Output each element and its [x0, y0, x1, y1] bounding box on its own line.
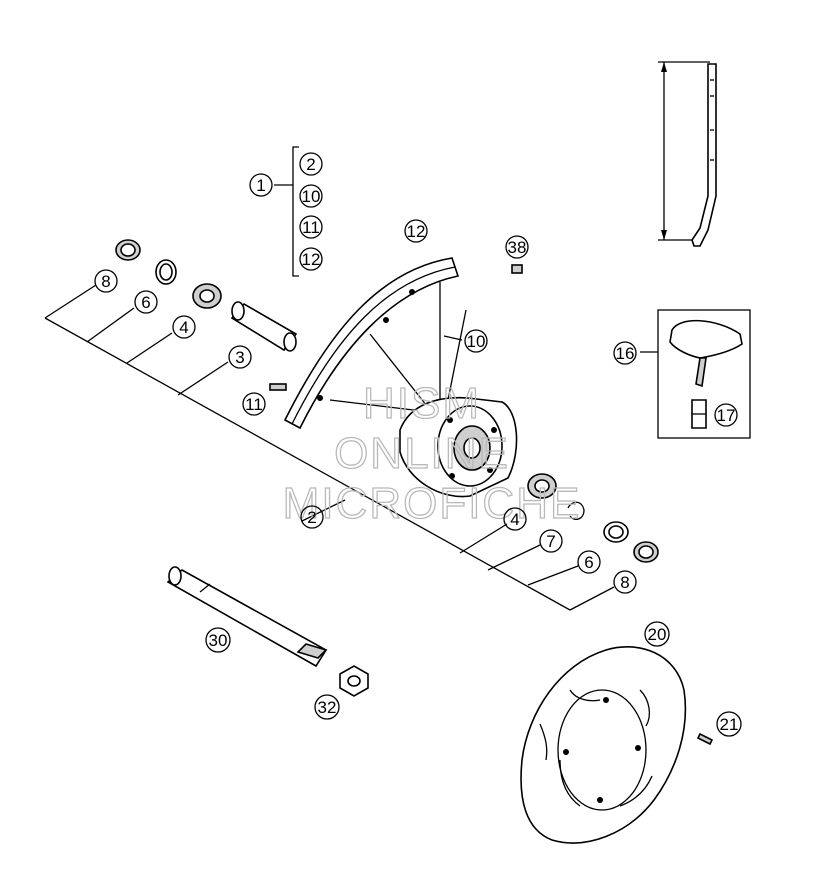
kit-callout-11: 11: [299, 215, 323, 239]
callout-4-bottom-label: 4: [510, 510, 519, 529]
callout-10: 10: [464, 329, 488, 353]
callout-17: 17: [714, 403, 738, 427]
leader-lines: [44, 61, 710, 611]
kit-callout-10-label: 10: [302, 187, 321, 206]
callout-8-top-label: 8: [101, 272, 110, 291]
callout-7: 7: [539, 529, 563, 553]
callout-38-label: 38: [508, 238, 527, 257]
callout-2: 2: [300, 505, 324, 529]
callout-6-top-label: 6: [141, 293, 150, 312]
callout-32: 32: [314, 694, 340, 720]
callout-4-top-label: 4: [179, 318, 188, 337]
callout-4-bottom: 4: [503, 507, 527, 531]
callout-32-label: 32: [318, 698, 337, 717]
tube-box: [657, 309, 751, 439]
callout-8-bottom-label: 8: [620, 573, 629, 592]
kit-callout-2-label: 2: [306, 155, 315, 174]
callout-11: 11: [242, 392, 266, 416]
callout-12: 12: [404, 219, 428, 243]
callout-1: 1: [249, 173, 273, 197]
callout-20: 20: [644, 621, 670, 647]
callout-16-label: 16: [616, 344, 635, 363]
callout-3-label: 3: [235, 348, 244, 367]
callout-2-label: 2: [307, 508, 316, 527]
kit-callout-12-label: 12: [302, 250, 321, 269]
callout-10-label: 10: [467, 332, 486, 351]
callout-12-label: 12: [407, 222, 426, 241]
callout-1-label: 1: [256, 176, 265, 195]
callout-30: 30: [205, 627, 231, 653]
callout-21-label: 21: [720, 715, 739, 734]
left-bearing-stack: [115, 239, 523, 391]
right-bearing-stack: [527, 473, 659, 563]
callout-8-bottom: 8: [613, 570, 637, 594]
watermark: HISM ONLINE MICROFICHE: [282, 378, 582, 528]
callout-6-bottom: 6: [577, 550, 601, 574]
watermark-line-2: ONLINE: [334, 429, 510, 478]
callout-4-top: 4: [172, 315, 196, 339]
callout-8-top: 8: [94, 269, 118, 293]
kit-callout-2: 2: [299, 152, 323, 176]
callout-17-label: 17: [717, 406, 736, 425]
watermark-line-3: MICROFICHE: [283, 479, 582, 528]
kit-callout-12: 12: [299, 247, 323, 271]
brake-disc-part: [520, 646, 714, 844]
callout-6-bottom-label: 6: [584, 553, 593, 572]
callout-7-label: 7: [546, 532, 555, 551]
callout-30-label: 30: [209, 631, 228, 650]
callout-16: 16: [613, 341, 637, 365]
axle-part: [166, 566, 369, 697]
callout-3: 3: [228, 345, 252, 369]
kit-callout-10: 10: [299, 184, 323, 208]
kit-callout-11-label: 11: [302, 218, 320, 237]
callout-21: 21: [716, 711, 742, 737]
spoke-part: [691, 63, 717, 247]
callout-6-top: 6: [134, 290, 158, 314]
callout-20-label: 20: [648, 625, 667, 644]
callout-38: 38: [505, 235, 529, 259]
hub-part: [399, 396, 518, 498]
watermark-line-1: HISM: [363, 379, 481, 428]
callout-11-label: 11: [245, 395, 263, 414]
